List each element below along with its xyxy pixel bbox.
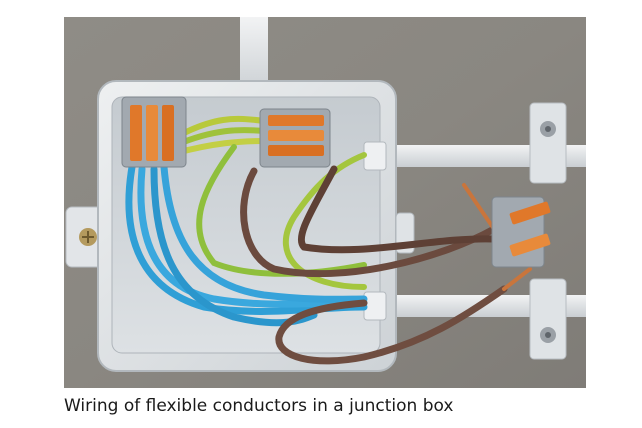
cable-entry-upper [363,141,387,171]
brown-wires [240,165,508,365]
copper-ends [462,183,532,291]
junction-box-illustration [64,17,586,388]
lever-connector-left [121,96,187,168]
conduit-clip-lower [529,278,567,360]
lever-connector-right [491,196,551,268]
junction-box-photo [64,17,586,388]
lever-connector-top [259,108,331,168]
conduit-clip-upper [529,102,567,184]
figure-caption: Wiring of flexible conductors in a junct… [64,396,454,416]
